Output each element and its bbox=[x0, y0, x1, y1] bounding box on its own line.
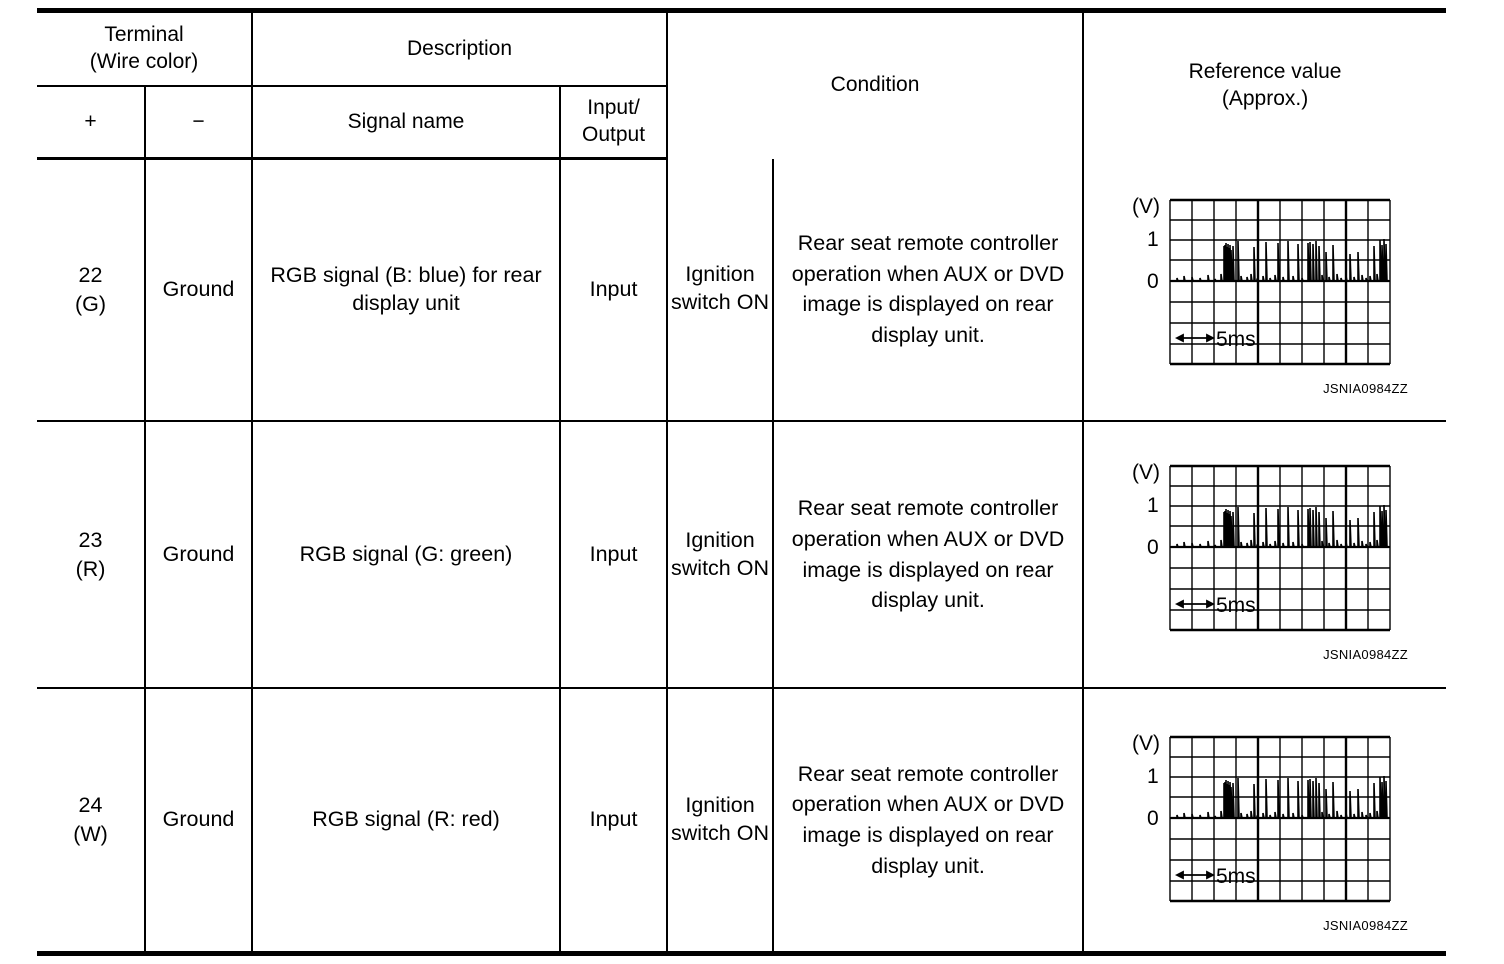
row-terminal-minus-cell: Ground bbox=[144, 421, 252, 689]
row-reference-value-cell: (V) 1 0 bbox=[1082, 688, 1447, 956]
condition-state-value: Ignition switch ON bbox=[671, 527, 769, 580]
row-input-output-cell: Input bbox=[558, 158, 668, 422]
header-reference-value-line2: (Approx.) bbox=[1221, 86, 1309, 110]
header-description: Description bbox=[250, 8, 668, 87]
header-terminal-line1: Terminal bbox=[104, 23, 184, 47]
terminal-wire-color: (R) bbox=[75, 556, 106, 581]
waveform-inner: (V) 1 0 bbox=[1120, 188, 1410, 396]
waveform-time-marker bbox=[1175, 333, 1216, 343]
condition-state-value: Ignition switch ON bbox=[671, 793, 769, 845]
condition-detail-value: Rear seat remote controller operation wh… bbox=[791, 761, 1065, 878]
terminal-minus-value: Ground bbox=[162, 277, 235, 302]
condition-detail-value: Rear seat remote controller operation wh… bbox=[791, 231, 1065, 347]
waveform-trace bbox=[1171, 504, 1390, 548]
header-terminal-minus-label: − bbox=[192, 109, 205, 133]
table-row: 24 (W) Ground RGB signal (R: red) Input … bbox=[37, 688, 1447, 956]
terminal-reference-table: Terminal (Wire color) Description Condit… bbox=[37, 8, 1447, 956]
row-condition-state-cell: Ignition switch ON bbox=[666, 158, 774, 422]
row-terminal-minus-cell: Ground bbox=[144, 688, 252, 956]
row-signal-name-cell: RGB signal (B: blue) for rear display un… bbox=[251, 158, 560, 422]
oscilloscope-waveform-icon: (V) 1 0 bbox=[1132, 461, 1391, 631]
terminal-minus-value: Ground bbox=[162, 807, 235, 832]
table-row: 23 (R) Ground RGB signal (G: green) Inpu… bbox=[37, 421, 1447, 689]
header-condition: Condition bbox=[666, 8, 1084, 159]
header-input-output-line2: Output bbox=[581, 123, 646, 146]
header-reference-value-line1: Reference value bbox=[1188, 59, 1342, 83]
waveform-tick-1: 1 bbox=[1147, 228, 1159, 251]
header-terminal-minus: − bbox=[144, 86, 252, 160]
row-signal-name-cell: RGB signal (G: green) bbox=[251, 421, 560, 689]
header-input-output: Input/ Output bbox=[558, 86, 668, 160]
header-terminal-line2: (Wire color) bbox=[89, 50, 199, 73]
terminal-number: 22 bbox=[78, 263, 103, 288]
figure-code: JSNIA0984ZZ bbox=[1323, 381, 1409, 397]
input-output-value: Input bbox=[589, 277, 638, 302]
row-condition-state-cell: Ignition switch ON bbox=[666, 421, 774, 689]
header-signal-name-label: Signal name bbox=[347, 109, 465, 133]
terminal-number: 23 bbox=[78, 527, 103, 552]
row-terminal-minus-cell: Ground bbox=[144, 158, 252, 422]
header-terminal-plus: + bbox=[37, 86, 145, 160]
oscilloscope-waveform-icon: (V) 1 0 bbox=[1132, 732, 1391, 903]
input-output-value: Input bbox=[589, 541, 638, 566]
table-row: 22 (G) Ground RGB signal (B: blue) for r… bbox=[37, 158, 1447, 422]
waveform-tick-0: 0 bbox=[1147, 270, 1159, 293]
waveform-time-marker bbox=[1175, 599, 1216, 608]
waveform-trace bbox=[1171, 239, 1390, 283]
row-reference-value-cell: (V) 1 0 bbox=[1082, 158, 1447, 422]
signal-name-value: RGB signal (B: blue) for rear display un… bbox=[270, 263, 542, 315]
waveform-time-label: 5ms bbox=[1216, 594, 1256, 617]
table-header-row-1: Terminal (Wire color) Description Condit… bbox=[37, 8, 1447, 159]
waveform-tick-0: 0 bbox=[1147, 807, 1159, 830]
terminal-wire-color: (G) bbox=[74, 292, 107, 316]
waveform-trace bbox=[1171, 775, 1390, 820]
row-condition-state-cell: Ignition switch ON bbox=[666, 688, 774, 956]
terminal-number: 24 bbox=[78, 793, 103, 818]
row-input-output-cell: Input bbox=[558, 688, 668, 956]
waveform-inner: (V) 1 0 bbox=[1120, 725, 1410, 933]
header-terminal: Terminal (Wire color) bbox=[37, 8, 252, 87]
header-terminal-plus-label: + bbox=[84, 109, 97, 133]
condition-state-value: Ignition switch ON bbox=[671, 262, 769, 315]
figure-code: JSNIA0984ZZ bbox=[1323, 918, 1409, 933]
condition-detail-value: Rear seat remote controller operation wh… bbox=[791, 496, 1065, 613]
waveform-time-label: 5ms bbox=[1216, 328, 1256, 351]
waveform-time-label: 5ms bbox=[1216, 865, 1256, 888]
row-condition-detail-cell: Rear seat remote controller operation wh… bbox=[772, 421, 1084, 689]
row-terminal-number-cell: 22 (G) bbox=[37, 158, 145, 422]
waveform-inner: (V) 1 0 bbox=[1120, 454, 1410, 662]
header-condition-label: Condition bbox=[830, 73, 920, 97]
row-condition-detail-cell: Rear seat remote controller operation wh… bbox=[772, 158, 1084, 422]
row-terminal-number-cell: 23 (R) bbox=[37, 421, 145, 689]
table-header-row-2: + − Signal name Input/ Output bbox=[37, 86, 1446, 160]
waveform-tick-1: 1 bbox=[1147, 494, 1159, 517]
waveform-figure: (V) 1 0 bbox=[1084, 440, 1446, 670]
row-reference-value-cell: (V) 1 0 bbox=[1082, 421, 1447, 689]
waveform-tick-0: 0 bbox=[1147, 536, 1159, 559]
row-input-output-cell: Input bbox=[558, 421, 668, 689]
waveform-unit-label: (V) bbox=[1132, 195, 1160, 218]
row-signal-name-cell: RGB signal (R: red) bbox=[251, 688, 560, 956]
terminal-minus-value: Ground bbox=[162, 541, 235, 566]
signal-name-value: RGB signal (R: red) bbox=[312, 807, 500, 832]
header-input-output-line1: Input/ bbox=[587, 96, 640, 120]
waveform-unit-label: (V) bbox=[1132, 461, 1160, 484]
oscilloscope-waveform-icon: (V) 1 0 bbox=[1132, 195, 1391, 366]
signal-name-value: RGB signal (G: green) bbox=[299, 541, 513, 566]
row-terminal-number-cell: 24 (W) bbox=[37, 688, 145, 956]
waveform-figure: (V) 1 0 bbox=[1084, 174, 1446, 404]
header-description-label: Description bbox=[406, 36, 513, 60]
figure-code: JSNIA0984ZZ bbox=[1323, 646, 1409, 662]
waveform-unit-label: (V) bbox=[1132, 732, 1160, 755]
row-condition-detail-cell: Rear seat remote controller operation wh… bbox=[772, 688, 1084, 956]
waveform-time-marker bbox=[1175, 870, 1216, 880]
waveform-figure: (V) 1 0 bbox=[1084, 699, 1446, 941]
terminal-wire-color: (W) bbox=[73, 822, 108, 846]
input-output-value: Input bbox=[589, 807, 638, 832]
header-reference-value: Reference value (Approx.) bbox=[1082, 8, 1447, 159]
waveform-tick-1: 1 bbox=[1147, 765, 1159, 788]
header-signal-name: Signal name bbox=[251, 86, 560, 160]
